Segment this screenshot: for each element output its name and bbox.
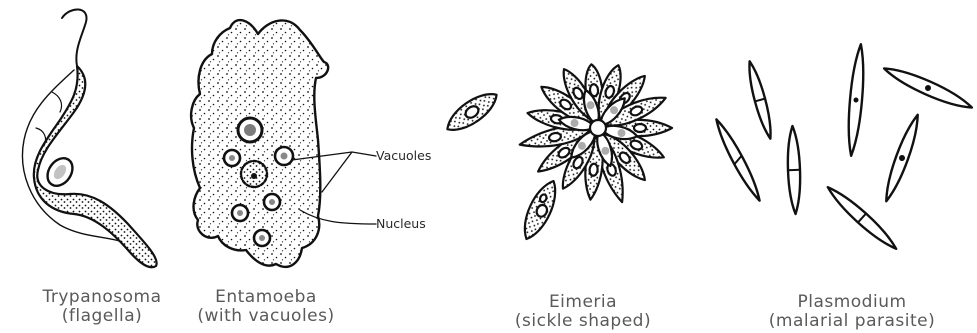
caption-trypanosoma-name: Trypanosoma <box>22 288 182 307</box>
caption-entamoeba-name: Entamoeba <box>186 288 346 307</box>
caption-trypanosoma-note: (flagella) <box>22 307 182 326</box>
caption-trypanosoma: Trypanosoma (flagella) <box>22 288 182 326</box>
entamoeba-drawing <box>191 20 376 267</box>
trypanosoma-drawing <box>23 9 157 267</box>
caption-plasmodium: Plasmodium (malarial parasite) <box>742 293 962 331</box>
caption-plasmodium-name: Plasmodium <box>742 293 962 312</box>
plasmodium-drawing <box>712 44 975 254</box>
caption-entamoeba-note: (with vacuoles) <box>186 307 346 326</box>
eimeria-drawing <box>441 63 672 244</box>
caption-plasmodium-note: (malarial parasite) <box>742 312 962 331</box>
caption-eimeria: Eimeria (sickle shaped) <box>498 293 668 331</box>
vacuoles-label: Vacuoles <box>376 148 431 163</box>
caption-eimeria-note: (sickle shaped) <box>498 312 668 331</box>
caption-entamoeba: Entamoeba (with vacuoles) <box>186 288 346 326</box>
nucleus-label: Nucleus <box>376 216 426 231</box>
caption-eimeria-name: Eimeria <box>498 293 668 312</box>
